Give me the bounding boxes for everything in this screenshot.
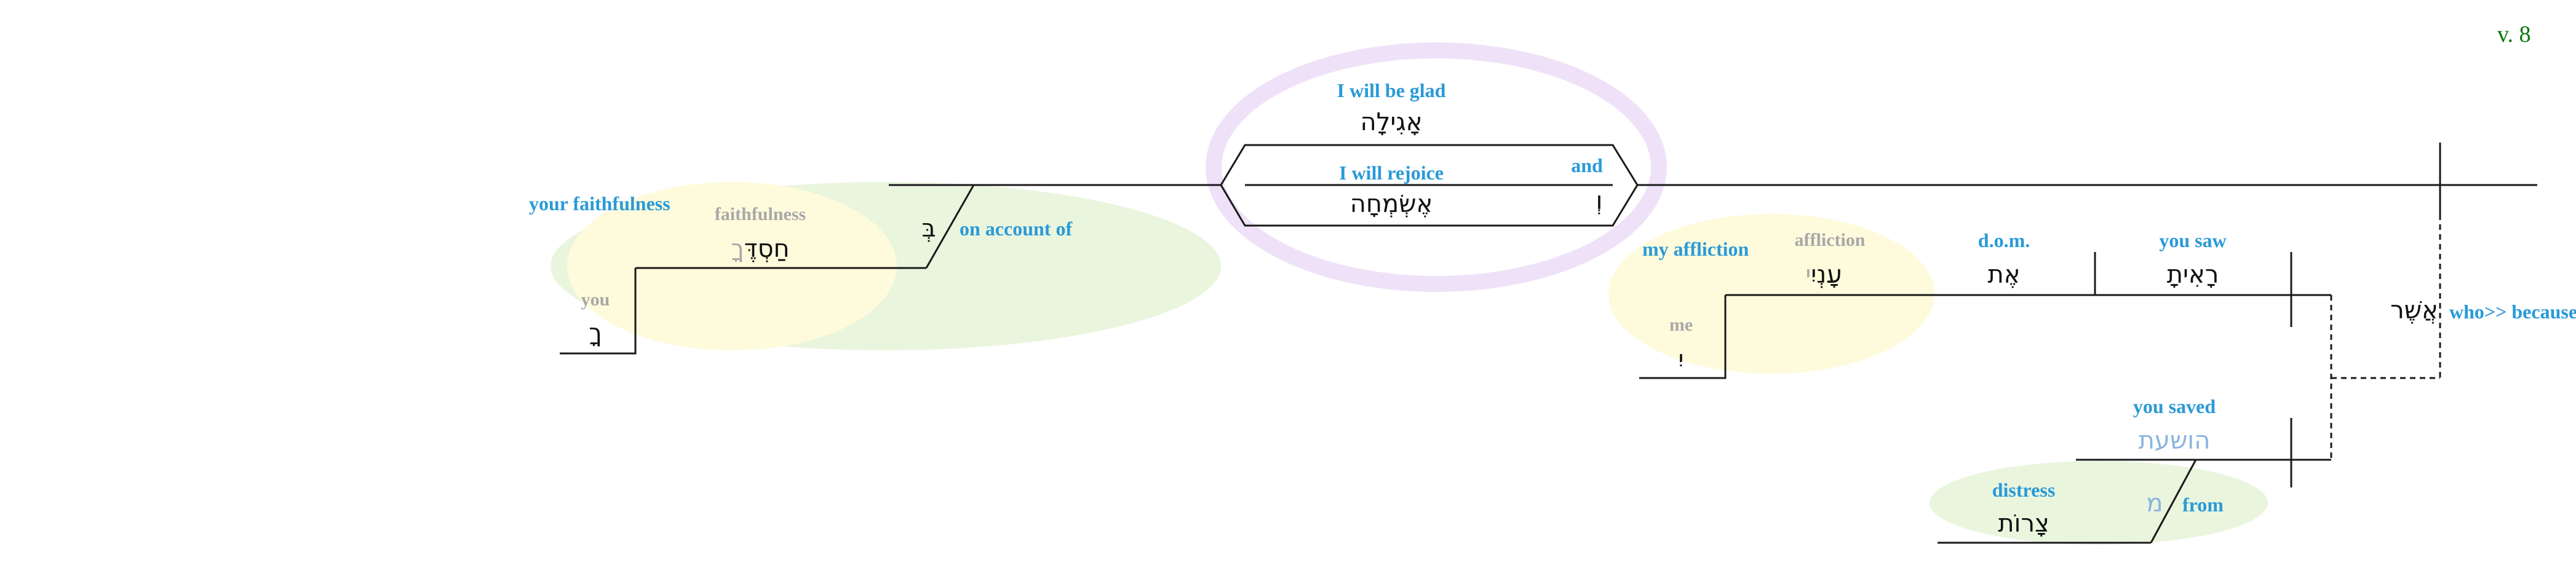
glad-hebrew: אָגִילָה (1360, 108, 1422, 136)
you-saved-english: you saved (2133, 395, 2216, 417)
connector-lines (2330, 185, 2441, 460)
affliction-suffix: י (1805, 261, 1811, 289)
you-english: you (581, 290, 610, 310)
you-hebrew: ךָ (589, 319, 602, 347)
prep-slant-on-account (925, 184, 975, 269)
on-account-english: on account of (960, 218, 1072, 240)
dom-hebrew: אֶת (1987, 261, 2020, 289)
prep-slant-from (2150, 459, 2197, 543)
my-affliction-english: my affliction (1642, 238, 1749, 260)
you-saved-hebrew: הושעת (2139, 427, 2211, 455)
faithfulness-suffix-step (560, 268, 637, 355)
yellow-blob-faithfulness (567, 182, 897, 350)
who-hebrew: אֲשֶׁר (2390, 296, 2438, 325)
affliction-suffix-step (1639, 295, 1727, 379)
dom-english: d.o.m. (1978, 229, 2030, 251)
you-saw-english: you saw (2159, 229, 2226, 251)
compound-verb-frame (1220, 144, 1639, 227)
rejoice-hebrew: אֶשְׂמְחָה (1350, 190, 1433, 218)
me-english: me (1669, 315, 1693, 335)
from-hebrew: מ (2146, 489, 2163, 518)
distress-hebrew: צָרוֹת (1998, 510, 2049, 538)
and-hebrew: וְ (1596, 187, 1603, 215)
affliction-english: affliction (1795, 230, 1866, 250)
verse-label: v. 8 (2497, 22, 2531, 47)
me-hebrew: יִ (1679, 345, 1684, 374)
rejoice-english: I will rejoice (1339, 162, 1444, 184)
diagram-lines (560, 143, 2537, 544)
and-english: and (1571, 154, 1603, 176)
who-english: who>> because (2449, 301, 2576, 323)
purple-ring-verbs (1206, 42, 1667, 292)
faithfulness-suffix: ךָ (731, 235, 744, 263)
faithfulness-english: faithfulness (715, 204, 806, 224)
your-faithfulness-english: your faithfulness (529, 192, 670, 215)
distress-english: distress (1992, 479, 2056, 501)
from-english: from (2182, 494, 2224, 516)
you-saw-hebrew: רָאִיתָ (2167, 261, 2219, 289)
yellow-blob-affliction (1608, 214, 1934, 374)
affliction-hebrew: עָנְיִי (1805, 261, 1842, 289)
highlight-blobs (551, 42, 2268, 545)
faithfulness-hebrew: חַסְדֶּךָ (731, 235, 789, 263)
on-account-hebrew: בְּ (921, 215, 936, 243)
glad-english: I will be glad (1337, 79, 1446, 101)
